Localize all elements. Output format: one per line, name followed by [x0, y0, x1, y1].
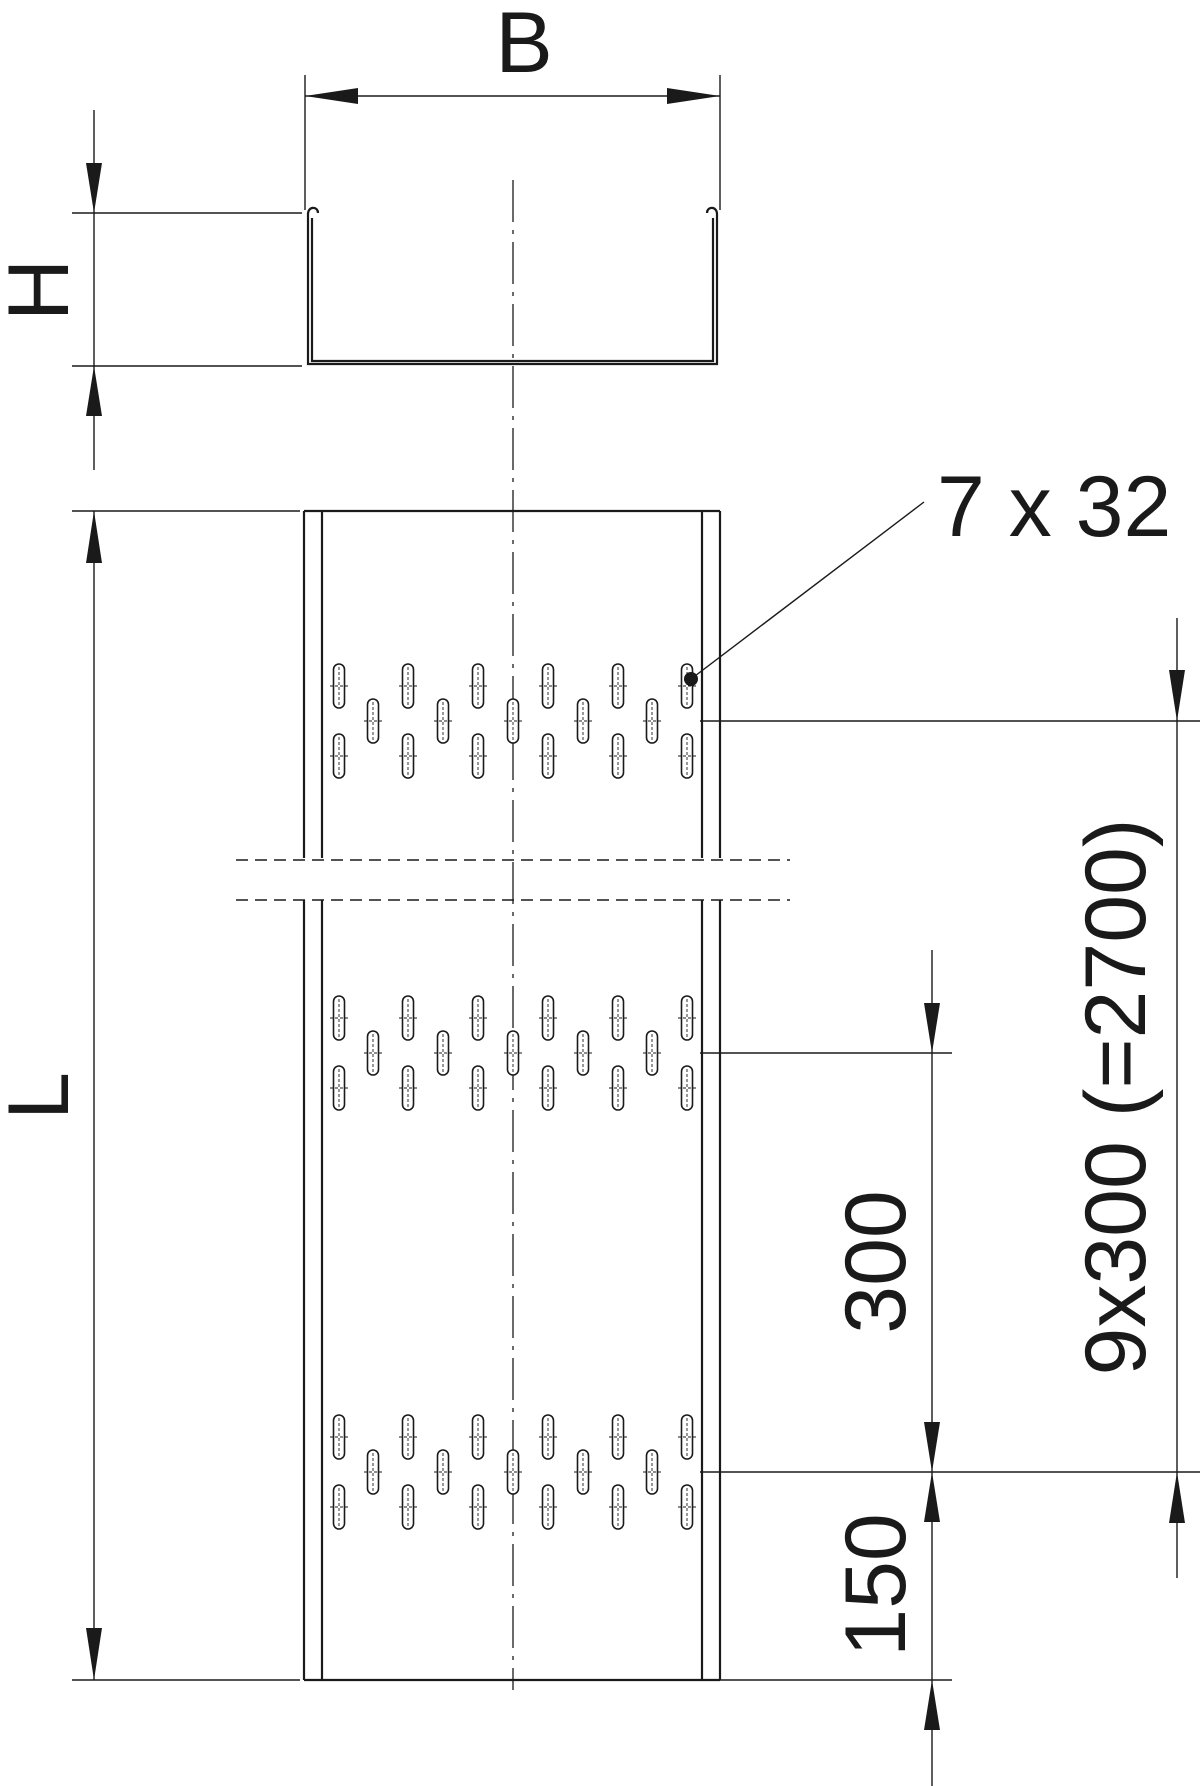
width-label: B — [495, 0, 552, 91]
slot — [541, 663, 555, 709]
slot — [471, 1484, 485, 1530]
slot — [645, 1030, 659, 1076]
slot — [611, 733, 625, 779]
slot — [541, 1065, 555, 1111]
slot — [680, 1414, 694, 1460]
slot — [366, 1449, 380, 1495]
slot — [332, 663, 346, 709]
slot — [541, 1484, 555, 1530]
slot — [471, 663, 485, 709]
slot — [611, 1414, 625, 1460]
slot — [576, 1030, 590, 1076]
slot — [645, 1449, 659, 1495]
slot — [576, 1449, 590, 1495]
slot — [611, 1484, 625, 1530]
slot — [332, 995, 346, 1041]
slot — [471, 1065, 485, 1111]
end-offset-label: 150 — [828, 1513, 924, 1657]
slot — [645, 698, 659, 744]
slot — [576, 698, 590, 744]
slot — [401, 1414, 415, 1460]
slot — [680, 1065, 694, 1111]
length-label: L — [0, 1072, 87, 1120]
slot — [436, 1030, 450, 1076]
width-dimension: B — [304, 0, 721, 210]
slot — [506, 698, 520, 744]
end-offset-dimension: 150 — [720, 1472, 952, 1786]
height-dimension: H — [0, 110, 302, 470]
slot — [611, 1065, 625, 1111]
pitch-total-label: 9x300 (=2700) — [1068, 818, 1164, 1375]
tray-plan-view — [236, 509, 790, 1682]
pitch-total-dimension: 9x300 (=2700) — [700, 618, 1200, 1578]
slot-size-label: 7 x 32 — [937, 459, 1171, 555]
slot — [471, 733, 485, 779]
slot — [436, 698, 450, 744]
height-label: H — [0, 259, 87, 321]
slot — [401, 663, 415, 709]
slot — [611, 995, 625, 1041]
slot — [366, 1030, 380, 1076]
perforation-slots — [330, 663, 696, 1530]
slot — [332, 1484, 346, 1530]
slot — [332, 1065, 346, 1111]
slot — [680, 995, 694, 1041]
slot — [401, 733, 415, 779]
slot — [680, 1484, 694, 1530]
slot — [401, 995, 415, 1041]
slot — [471, 995, 485, 1041]
slot — [611, 663, 625, 709]
cross-section-profile — [306, 206, 719, 366]
slot — [541, 995, 555, 1041]
slot — [680, 733, 694, 779]
slot — [541, 1414, 555, 1460]
slot — [471, 1414, 485, 1460]
pitch-dimension: 300 — [700, 950, 952, 1472]
slot — [332, 733, 346, 779]
slot — [332, 1414, 346, 1460]
slot — [401, 1484, 415, 1530]
slot-size-callout: 7 x 32 — [684, 459, 1171, 686]
slot — [541, 733, 555, 779]
pitch-label: 300 — [828, 1190, 924, 1334]
length-dimension: L — [0, 510, 300, 1681]
slot — [506, 1449, 520, 1495]
slot — [401, 1065, 415, 1111]
slot — [436, 1449, 450, 1495]
slot — [506, 1030, 520, 1076]
slot — [366, 698, 380, 744]
